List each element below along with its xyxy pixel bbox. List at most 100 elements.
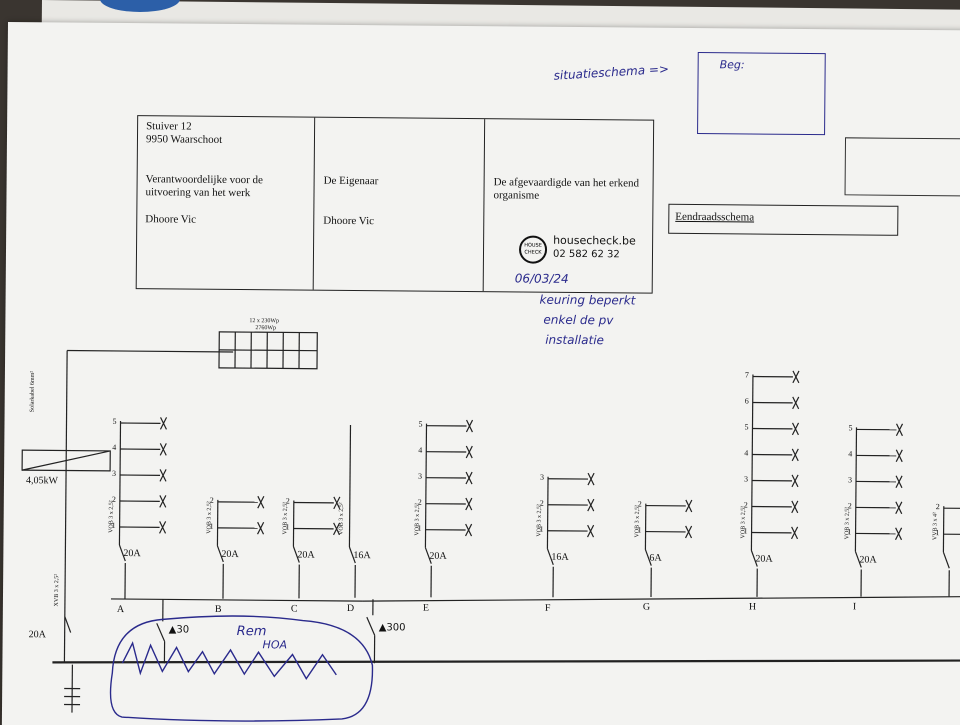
- socket-symbol: [895, 423, 904, 437]
- pv-total-label: 2760Wp: [255, 325, 277, 332]
- blue-logo-corner: [100, 0, 180, 12]
- circuit-number: 4: [744, 448, 749, 458]
- circuit-cable: VOB 3 x 2,5²: [740, 505, 747, 539]
- circuit-letter: A: [116, 603, 125, 616]
- circuit-cable: VOB 3 x 2,5²: [414, 503, 421, 536]
- circuit-feeder-line: [546, 476, 549, 549]
- socket-symbol: [257, 495, 265, 509]
- circuit-amperage: 20A: [429, 550, 447, 562]
- circuit-number: 7: [744, 370, 749, 380]
- socket-symbol: [465, 497, 473, 511]
- circuit-cable: VVB 3 x 4²: [932, 512, 939, 541]
- socket-symbol: [684, 525, 693, 539]
- socket-symbol: [465, 471, 473, 485]
- circuit-number: 4: [418, 445, 423, 455]
- circuit-breaker-switch: [292, 546, 300, 563]
- single-line-diagram: [21, 331, 960, 722]
- socket-symbol: [895, 449, 903, 463]
- circuit-feeder-line: [854, 427, 858, 552]
- socket-symbol: [159, 469, 167, 482]
- circuit-breaker-switch: [854, 551, 862, 568]
- circuit-number: 5: [744, 422, 749, 432]
- circuit-number: 3: [847, 475, 853, 485]
- socket-symbol: [792, 396, 800, 410]
- paper-sheet: Stuiver 12 9950 Waarschoot Verantwoordel…: [1, 22, 960, 725]
- inverter-power-label: 4,05kW: [25, 475, 58, 487]
- circuit-breaker-switch: [644, 549, 652, 566]
- socket-symbol: [894, 527, 903, 541]
- socket-symbol: [465, 445, 473, 459]
- socket-symbol: [587, 472, 595, 486]
- socket-symbol: [586, 524, 595, 538]
- circuit-number: 5: [848, 423, 853, 433]
- solar-cable-label: Solarkabel 6mm²: [29, 370, 36, 413]
- circuit-amperage: 16A: [353, 550, 371, 562]
- socket-symbol: [791, 422, 800, 436]
- circuit-breaker-switch: [546, 548, 554, 565]
- circuit-amperage: 20A: [859, 554, 877, 566]
- socket-symbol: [159, 443, 167, 456]
- circuit-number: 5: [418, 419, 423, 429]
- circuit-number: 3: [744, 474, 749, 484]
- socket-symbol: [791, 500, 799, 514]
- circuit-number: 5: [112, 416, 117, 426]
- circuit-amperage: 20A: [755, 553, 773, 565]
- socket-symbol: [587, 498, 595, 512]
- circuit-breaker-switch: [424, 547, 432, 564]
- circuit-cable: VOB 3 x 2,5²: [634, 505, 641, 538]
- circuit-number: 3: [540, 472, 545, 482]
- socket-symbol: [791, 474, 799, 488]
- circuit-letter: I: [852, 601, 857, 613]
- socket-symbol: [333, 496, 341, 510]
- socket-symbol: [257, 521, 265, 535]
- circuit-cable: VOB 3 x 2,5²: [282, 501, 289, 535]
- socket-symbol: [159, 417, 168, 430]
- socket-symbol: [685, 499, 693, 513]
- socket-symbol: [791, 448, 799, 462]
- diff-300-label: ▲300: [378, 622, 406, 634]
- circuit-breaker-switch: [348, 546, 356, 564]
- socket-symbol: [895, 475, 903, 489]
- circuit-cable: VOB 3 x 2,5²: [844, 506, 851, 540]
- socket-symbol: [464, 523, 473, 537]
- circuit-feeder-line: [348, 424, 352, 548]
- circuit-letter: D: [346, 602, 355, 614]
- circuit-feeder-line: [424, 423, 428, 548]
- socket-symbol: [465, 419, 474, 433]
- circuit-amperage: 6A: [649, 552, 662, 564]
- socket-symbol: [895, 501, 903, 515]
- circuit-number: 3: [418, 471, 423, 481]
- circuits-group: [118, 370, 960, 600]
- socket-symbol: [792, 370, 800, 384]
- circuit-letter: G: [642, 601, 651, 614]
- main-breaker-label: 20A: [28, 629, 46, 641]
- circuit-breaker-switch: [942, 551, 950, 569]
- circuit-amperage: 20A: [221, 548, 239, 561]
- circuit-cable: VOB 3 x 2,5²: [206, 501, 213, 534]
- circuit-letter: E: [422, 602, 430, 614]
- circuit-number: 3: [112, 468, 117, 478]
- circuit-letter: C: [290, 603, 298, 615]
- circuit-letter: H: [748, 601, 757, 613]
- circuit-breaker-switch: [118, 544, 126, 562]
- circuit-letter: F: [544, 602, 551, 614]
- circuit-amperage: 20A: [123, 548, 141, 560]
- circuit-cable: VOB 3 x 2,5²: [108, 500, 115, 533]
- main-cable-label: XVB 3 x 2,5²: [53, 573, 61, 607]
- circuit-breaker-switch: [216, 545, 224, 563]
- circuit-feeder-line: [750, 374, 754, 551]
- circuit-feeder-line: [118, 420, 122, 545]
- circuit-cable: VOB 3 x 2,5²: [536, 504, 543, 537]
- circuit-letter: B: [214, 603, 222, 615]
- socket-symbol: [159, 521, 167, 534]
- circuit-cable: VOB 3 x 2,5²: [338, 502, 345, 535]
- circuit-number: 4: [112, 442, 117, 452]
- socket-symbol: [790, 526, 799, 540]
- circuit-amperage: 20A: [297, 549, 315, 561]
- circuit-breaker-switch: [750, 550, 758, 567]
- circuit-number: 6: [744, 396, 749, 406]
- socket-symbol: [333, 522, 341, 536]
- diff-30-label: ▲30: [168, 624, 190, 636]
- circuit-number: 4: [848, 449, 853, 459]
